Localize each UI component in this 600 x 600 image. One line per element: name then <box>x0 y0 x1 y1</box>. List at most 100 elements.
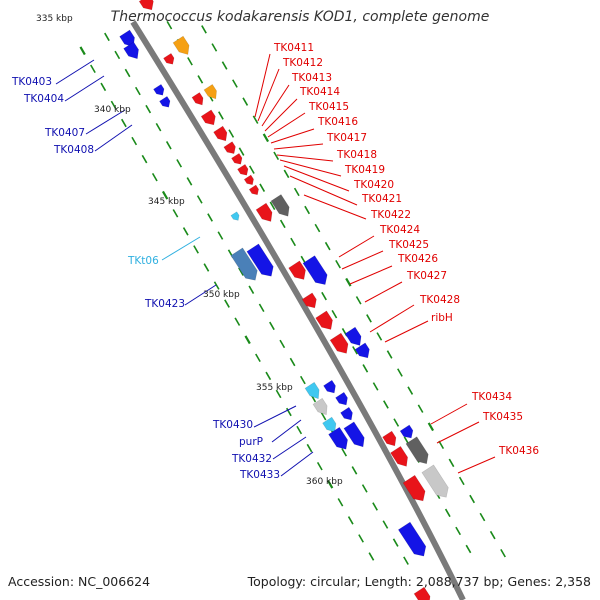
track-dash <box>296 425 303 435</box>
track-dash <box>347 516 354 525</box>
leader-line <box>94 124 133 152</box>
track-dash <box>141 154 148 164</box>
track-dash <box>304 205 311 215</box>
leader-line <box>273 143 324 150</box>
track-dash <box>306 443 313 453</box>
leader-line <box>254 53 271 118</box>
track-dash <box>331 309 338 319</box>
gene-label-forward: TK0414 <box>299 86 340 98</box>
gene-label-forward: TK0436 <box>498 445 539 457</box>
leader-line <box>161 236 201 261</box>
gene-label-forward: TK0425 <box>388 239 429 251</box>
leader-line <box>341 250 384 270</box>
leader-line <box>338 235 375 258</box>
track-dash <box>269 321 275 331</box>
leader-line <box>349 265 393 285</box>
leader-line <box>279 159 342 177</box>
track-dash <box>351 466 358 475</box>
track-dash <box>290 237 297 247</box>
gene-glyph <box>288 260 306 280</box>
leader-line <box>253 405 297 428</box>
leader-line <box>64 75 105 102</box>
gene-label-reverse: purP <box>239 436 263 448</box>
leader-line <box>303 194 367 220</box>
leader-line <box>289 175 358 206</box>
gene-glyph <box>270 194 290 217</box>
track-dash <box>104 32 110 42</box>
track-dash <box>469 494 476 504</box>
track-dash <box>279 339 286 349</box>
gene-glyph <box>390 445 408 467</box>
track-dash <box>166 20 173 30</box>
track-dash <box>262 133 270 143</box>
track-dash <box>448 458 455 468</box>
leader-line <box>283 165 350 192</box>
gene-label-forward: ribH <box>431 312 453 324</box>
track-dash <box>201 25 207 34</box>
leader-line <box>270 128 315 144</box>
track-dash <box>368 552 375 561</box>
gene-label-forward: TK0415 <box>308 101 349 113</box>
label-leader-lines <box>55 53 496 477</box>
track-dash <box>324 241 331 251</box>
track-dash <box>341 448 348 457</box>
gene-glyph <box>138 0 154 11</box>
track-dash <box>321 291 327 301</box>
track-dash <box>316 461 323 471</box>
track-dash <box>211 43 218 52</box>
track-dash <box>221 61 228 70</box>
track-dash <box>392 538 399 547</box>
gene-glyph <box>382 430 397 447</box>
scale-tick-label: 345 kbp <box>148 197 185 207</box>
track-dash <box>335 259 341 269</box>
track-dash <box>172 209 179 218</box>
track-dash <box>293 187 300 197</box>
track-dash <box>244 335 251 345</box>
track-dash <box>383 400 389 409</box>
gene-glyph <box>301 292 317 309</box>
gene-label-forward: TK0428 <box>419 294 460 306</box>
leader-line <box>430 403 468 425</box>
gene-glyph <box>304 381 320 400</box>
leader-line <box>280 451 314 477</box>
track-dash <box>248 165 255 174</box>
track-dash <box>218 111 224 120</box>
gene-glyph <box>255 202 273 222</box>
track-dash <box>248 285 255 294</box>
track-dash <box>79 46 86 56</box>
track-dash <box>131 136 138 146</box>
track-dash <box>397 368 403 377</box>
track-dash <box>197 75 204 84</box>
gene-glyph <box>213 125 228 142</box>
leader-line <box>267 112 306 138</box>
gene-glyph <box>231 152 243 165</box>
scale-tick-label: 360 kbp <box>306 477 343 487</box>
track-dash <box>238 147 245 156</box>
track-dash <box>479 512 486 522</box>
gene-labels: TK0411TK0412TK0413TK0414TK0415TK0416TK04… <box>11 42 539 481</box>
track-dash <box>386 350 393 359</box>
gene-glyph <box>203 83 217 100</box>
track-dash <box>203 263 210 272</box>
gene-glyph <box>399 424 414 439</box>
track-dash <box>196 195 203 204</box>
track-dash <box>273 151 280 161</box>
track-dash <box>258 303 265 313</box>
track-dash <box>465 544 472 554</box>
gene-label-forward: TK0427 <box>406 270 447 282</box>
track-dash <box>279 219 286 229</box>
gene-label-reverse: TK0430 <box>212 419 253 431</box>
leader-line <box>369 304 415 333</box>
leader-line <box>85 109 126 135</box>
track-dash <box>361 484 368 493</box>
track-dash <box>120 118 127 128</box>
gene-glyph <box>402 474 426 502</box>
gene-glyph <box>302 255 328 285</box>
track-dash <box>213 281 220 290</box>
gene-glyph <box>230 247 258 281</box>
gene-label-reverse: TK0433 <box>239 469 280 481</box>
leader-line <box>364 281 403 303</box>
gene-glyph <box>413 586 431 600</box>
track-dash <box>193 245 199 254</box>
